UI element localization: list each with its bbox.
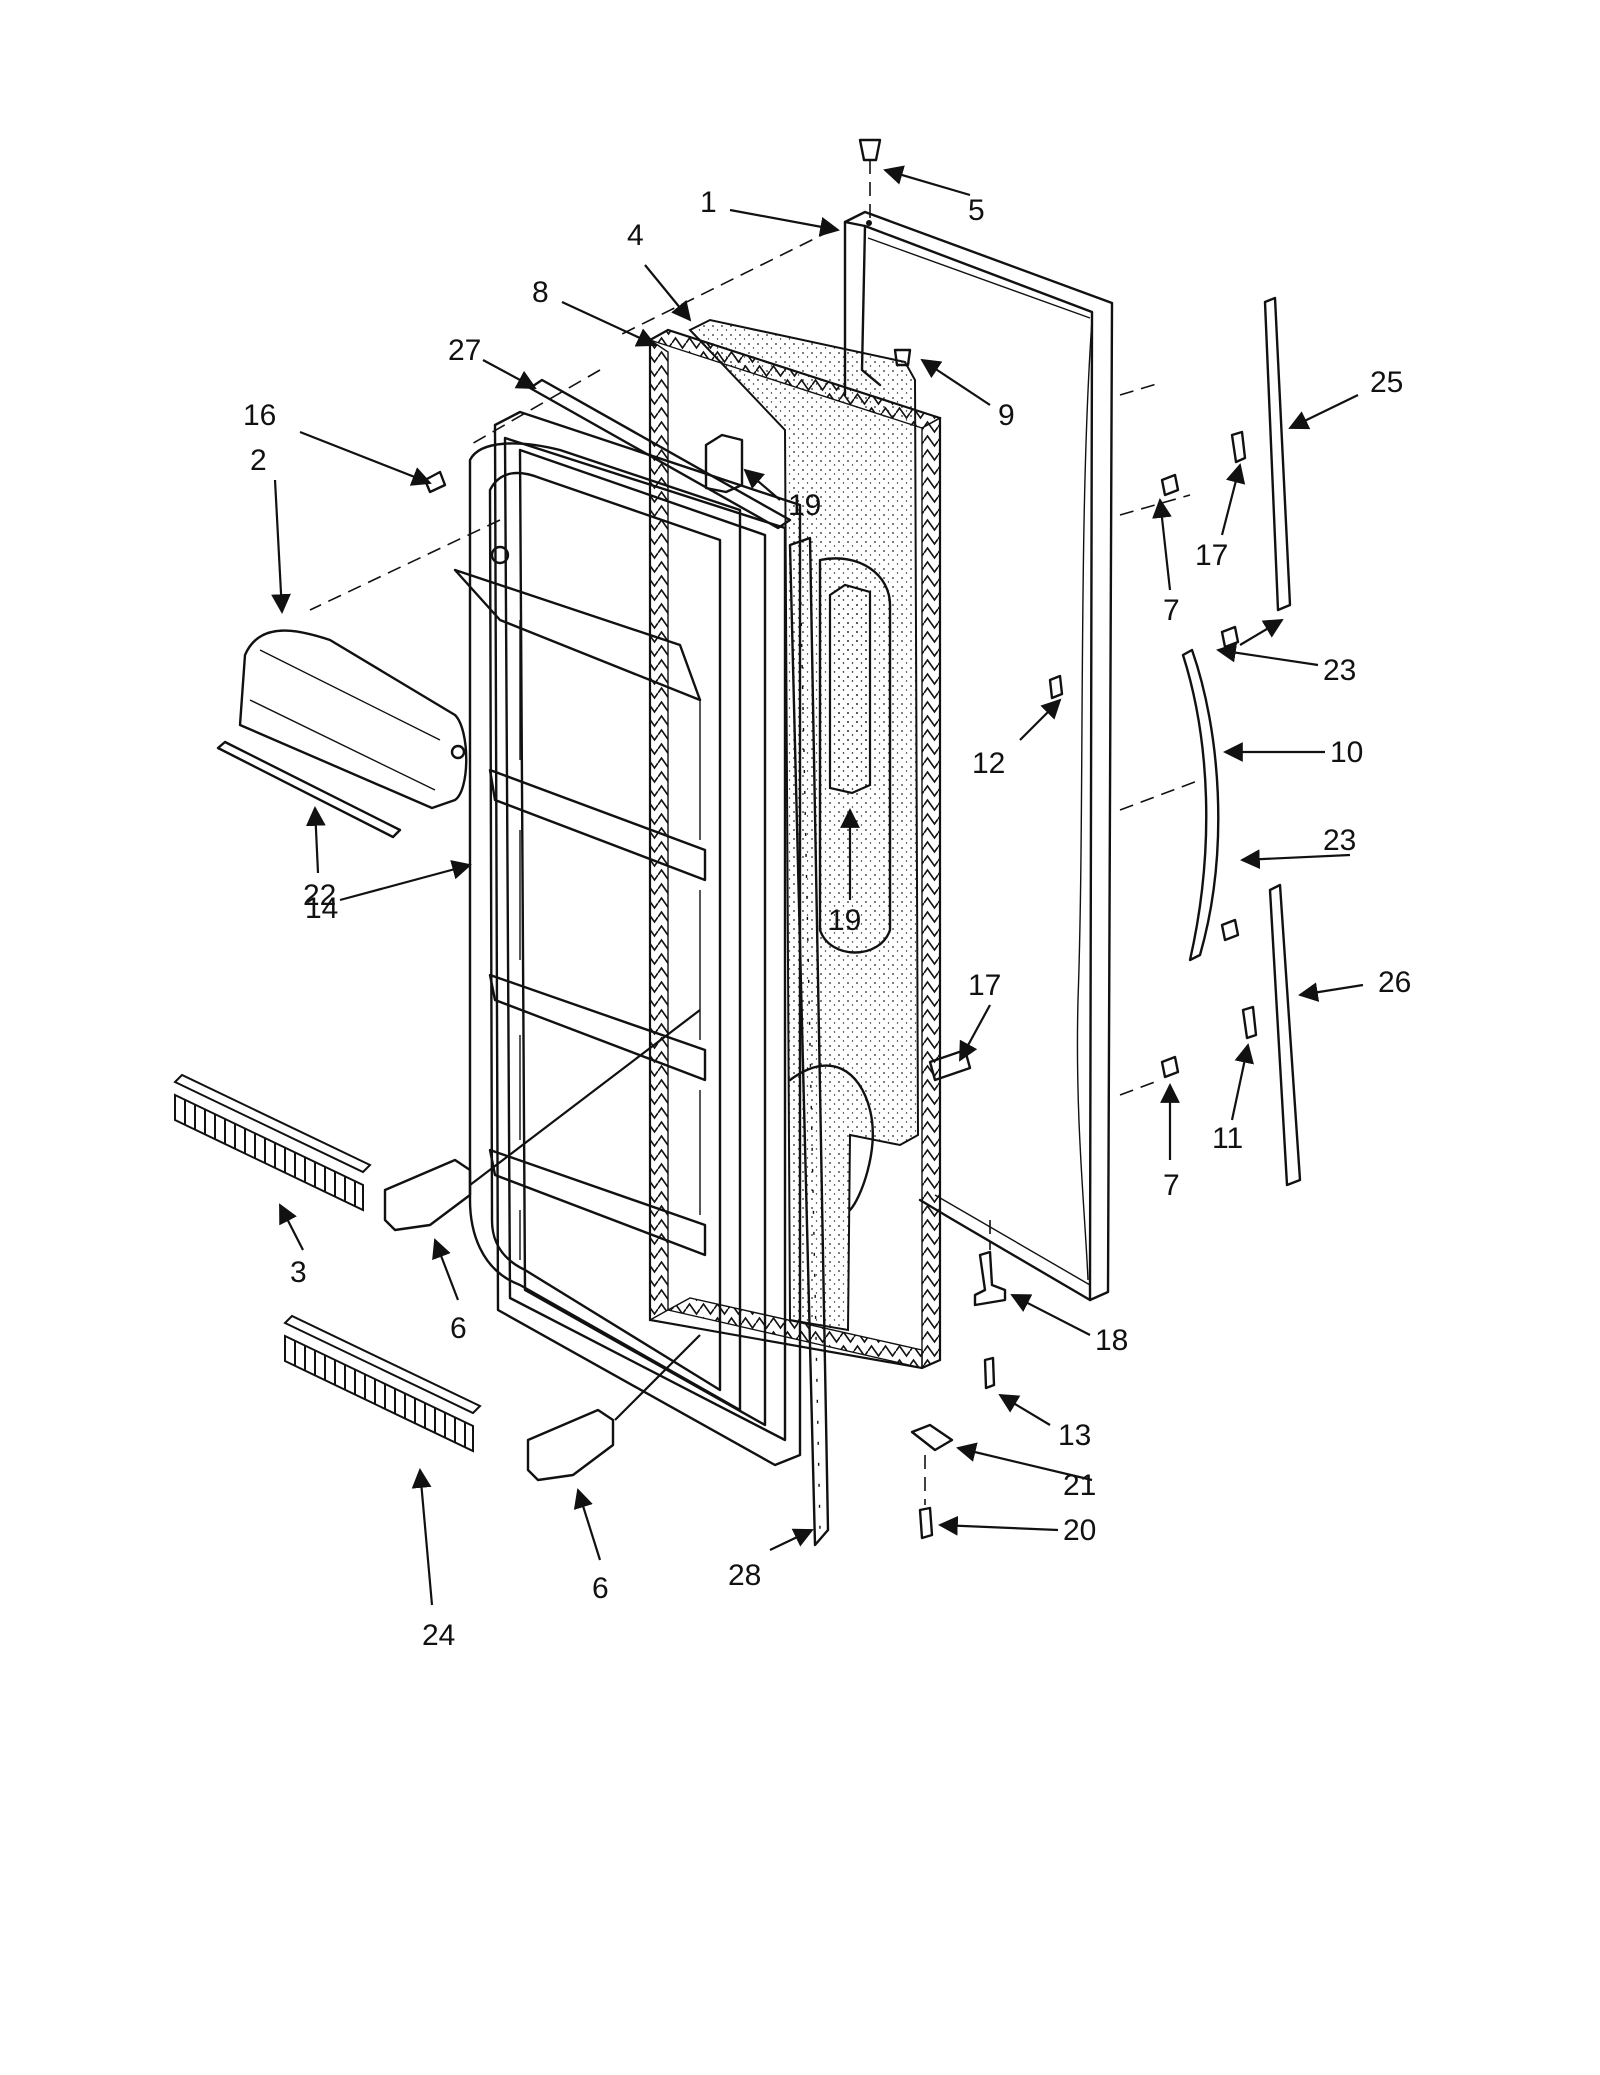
callout-22: 22 bbox=[303, 879, 336, 912]
dairy-compartment-door bbox=[238, 629, 468, 810]
dairy-door-trim bbox=[216, 740, 402, 839]
shelf-end-cap-upper bbox=[383, 1158, 472, 1232]
hardware bbox=[423, 138, 1258, 1540]
alignment-lines bbox=[309, 229, 1201, 1421]
callout-6-lower: 6 bbox=[592, 1572, 609, 1605]
callout-23-upper: 23 bbox=[1323, 654, 1356, 687]
trim-strip-right-upper bbox=[1263, 296, 1292, 612]
callout-labels: 1 2 3 4 5 6 6 7 7 8 9 10 11 12 13 14 16 … bbox=[243, 186, 1411, 1652]
callout-2: 2 bbox=[250, 444, 267, 477]
insulation-block-center bbox=[818, 557, 892, 954]
door-handle bbox=[1181, 648, 1220, 962]
callout-13: 13 bbox=[1058, 1419, 1091, 1452]
callout-19-top: 19 bbox=[788, 489, 821, 522]
callout-8: 8 bbox=[532, 276, 549, 309]
callout-24: 24 bbox=[422, 1619, 455, 1652]
callout-11: 11 bbox=[1212, 1122, 1243, 1155]
upper-trim bbox=[528, 378, 792, 530]
callout-23-lower: 23 bbox=[1323, 824, 1356, 857]
callout-20: 20 bbox=[1063, 1514, 1096, 1547]
door-bin-upper bbox=[173, 1073, 372, 1212]
door-gasket bbox=[648, 328, 942, 1370]
callout-25: 25 bbox=[1370, 366, 1403, 399]
trim-strip-right-lower bbox=[1268, 883, 1302, 1187]
callout-4: 4 bbox=[627, 219, 644, 252]
callout-21: 21 bbox=[1063, 1469, 1096, 1502]
door-trim-strip bbox=[788, 536, 830, 1547]
inner-door-liner bbox=[453, 410, 802, 1467]
door-bin-lower bbox=[283, 1314, 482, 1453]
callout-18: 18 bbox=[1095, 1324, 1128, 1357]
callout-3: 3 bbox=[290, 1256, 307, 1289]
callout-10: 10 bbox=[1330, 736, 1363, 769]
callout-9: 9 bbox=[998, 399, 1015, 432]
callout-27: 27 bbox=[448, 334, 481, 367]
callout-7-upper: 7 bbox=[1163, 594, 1180, 627]
callout-1: 1 bbox=[700, 186, 717, 219]
callout-17-upper: 17 bbox=[1195, 539, 1228, 572]
callout-6-upper: 6 bbox=[450, 1312, 467, 1345]
shelf-end-cap-lower bbox=[526, 1408, 615, 1482]
foam-insulation bbox=[688, 318, 920, 1332]
leader-lines bbox=[271, 165, 1364, 1606]
callout-12: 12 bbox=[972, 747, 1005, 780]
callout-14: 14 bbox=[305, 892, 338, 925]
callout-5: 5 bbox=[968, 194, 985, 227]
callout-19-center: 19 bbox=[828, 904, 861, 937]
callout-16: 16 bbox=[243, 399, 276, 432]
callout-17-lower: 17 bbox=[968, 969, 1001, 1002]
callout-7-lower: 7 bbox=[1163, 1169, 1180, 1202]
callout-26: 26 bbox=[1378, 966, 1411, 999]
callout-28: 28 bbox=[728, 1559, 761, 1592]
outer-door-panel bbox=[843, 210, 1114, 1302]
